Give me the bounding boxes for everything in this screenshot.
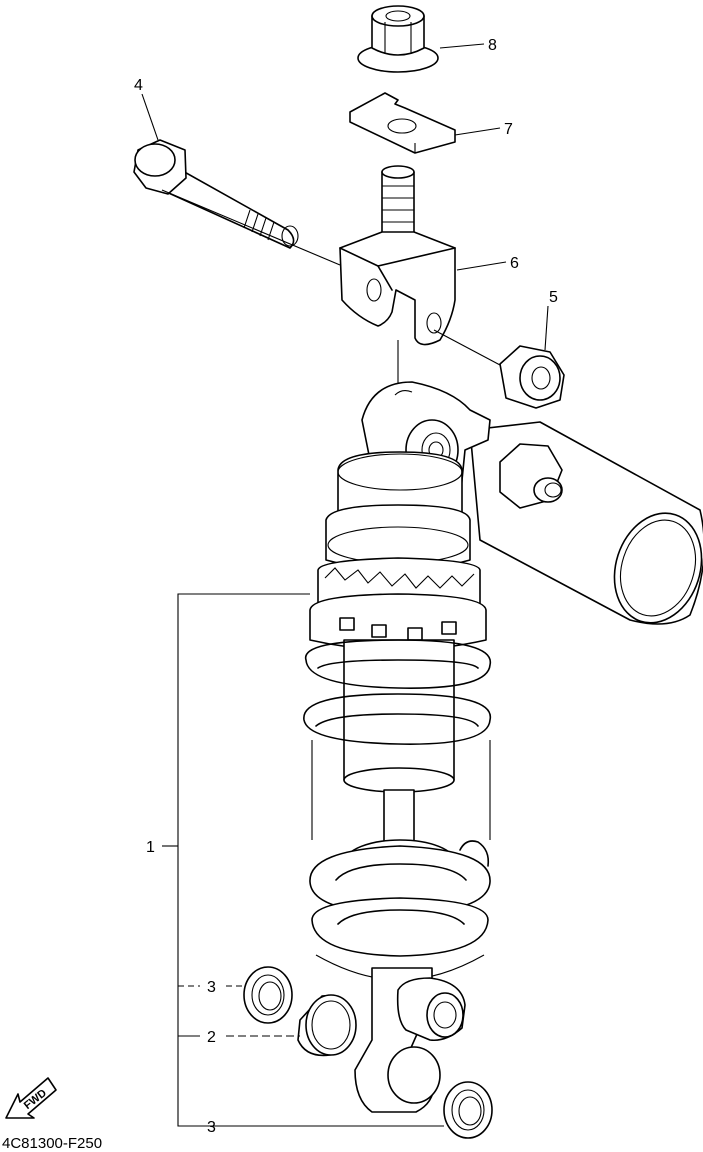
part-3-oil-seal-upper — [243, 966, 293, 1024]
callout-4: 4 — [134, 77, 143, 94]
callout-1: 1 — [146, 839, 155, 856]
part-1-shock-absorber — [303, 381, 703, 1113]
part-8-flange-nut — [357, 5, 439, 73]
drawing-code: 4C81300-F250 — [2, 1135, 102, 1152]
callout-5: 5 — [549, 289, 558, 306]
callout-8: 8 — [488, 37, 497, 54]
callout-3-upper: 3 — [207, 979, 216, 996]
part-2-bushing — [297, 994, 357, 1057]
part-6-upper-bracket — [339, 165, 456, 346]
callout-3-lower: 3 — [207, 1119, 216, 1136]
fwd-arrow-icon: FWD — [5, 1077, 57, 1119]
part-4-bolt — [133, 139, 341, 266]
callout-6: 6 — [510, 255, 519, 272]
callout-labels: 8 7 6 5 4 1 3 2 3 — [134, 37, 558, 1136]
leader-lines — [141, 43, 549, 1127]
part-5-nut — [433, 329, 565, 409]
part-3-oil-seal-lower — [443, 1081, 493, 1139]
callout-7: 7 — [504, 121, 513, 138]
part-7-lock-plate — [349, 92, 456, 154]
callout-2: 2 — [207, 1029, 216, 1046]
